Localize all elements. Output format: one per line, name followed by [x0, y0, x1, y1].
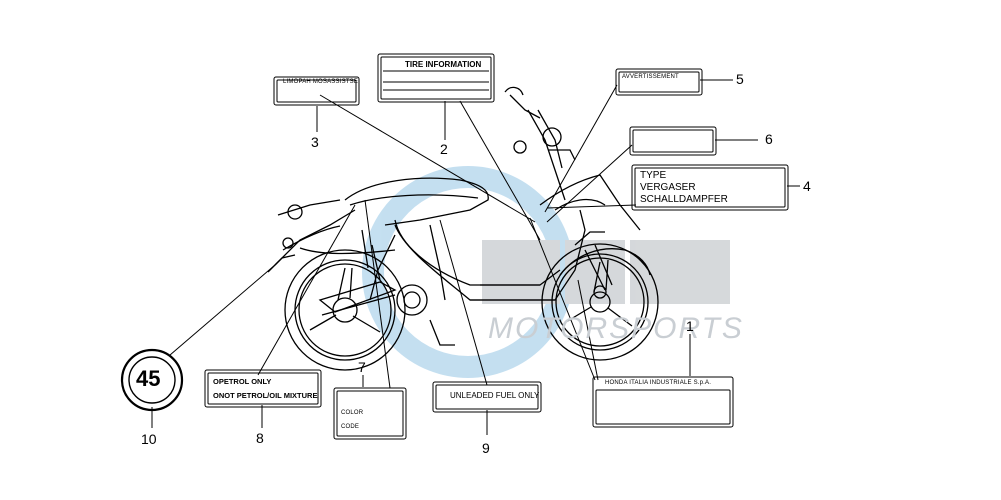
label-7-line-1: COLOR [341, 410, 364, 416]
label-8-line-2: ONOT PETROL/OIL MIXTURE [213, 391, 318, 400]
callout-5: 5 [736, 71, 744, 87]
callout-1: 1 [686, 318, 694, 334]
scooter-drawing [267, 86, 659, 371]
label-4-plate [631, 164, 789, 211]
label-2-plate [377, 53, 495, 103]
callout-10: 10 [141, 431, 157, 447]
label-6-plate [629, 126, 717, 156]
label-5-text: AVVERTISSEMENT [622, 74, 679, 80]
leader-lines [151, 79, 800, 435]
callout-4: 4 [803, 178, 811, 194]
watermark-text: MOTORSPORTS [488, 312, 744, 345]
label-1-text: HONDA ITALIA INDUSTRIALE S.p.A. [605, 380, 712, 386]
label-8-plate [204, 369, 322, 408]
label-5-plate [615, 68, 703, 96]
label-9-plate [432, 381, 542, 413]
label-2-text: TIRE INFORMATION [405, 60, 482, 69]
label-7-line-2: CODE [341, 424, 360, 430]
callout-6: 6 [765, 131, 773, 147]
label-4-line-3: SCHALLDAMPFER [640, 194, 728, 205]
label-4-line-1: TYPE [640, 170, 667, 181]
speed-limit-value: 45 [136, 366, 161, 391]
callout-2: 2 [440, 141, 448, 157]
label-8-line-1: OPETROL ONLY [213, 377, 272, 386]
speed-sign-inner [128, 356, 176, 404]
callout-3: 3 [311, 134, 319, 150]
speed-sign-outer [120, 348, 184, 412]
label-plates [120, 53, 789, 440]
label-4-line-2: VERGASER [640, 182, 696, 193]
label-9-text: UNLEADED FUEL ONLY [450, 391, 540, 400]
callout-9: 9 [482, 440, 490, 456]
label-3-text: LIMOPAH MOSASSISTSE [283, 79, 359, 85]
label-3-plate [273, 76, 360, 106]
callout-7: 7 [358, 359, 366, 375]
callout-8: 8 [256, 430, 264, 446]
label-1-plate [592, 376, 734, 428]
label-7-plate [333, 387, 407, 440]
